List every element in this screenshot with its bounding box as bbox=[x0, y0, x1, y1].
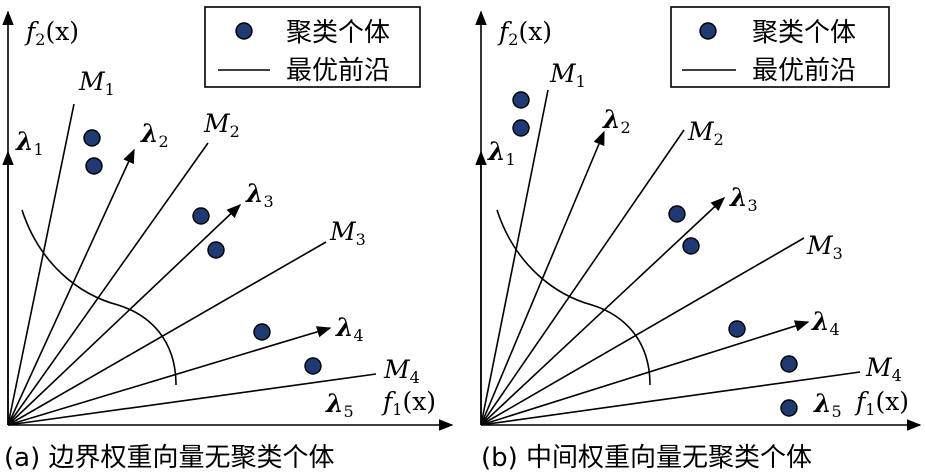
panel-b-legend-individual: 聚类个体 bbox=[752, 18, 856, 48]
panel-a-ray-m2 bbox=[7, 142, 209, 426]
panel-b-ray-m2 bbox=[480, 129, 685, 426]
panel-a-individual bbox=[85, 157, 103, 175]
panel-a-label-lambda5: λ5 bbox=[325, 389, 354, 421]
panel-a-ray-m3 bbox=[7, 241, 327, 426]
panel-b-label-m4: M4 bbox=[865, 353, 902, 385]
panel-b-label-lambda1: λ1 bbox=[487, 137, 516, 169]
panel-a-caption: (a) 边界权重向量无聚类个体 bbox=[4, 443, 335, 473]
panel-a-ray-m1 bbox=[7, 103, 75, 426]
panel-a-individual bbox=[83, 129, 101, 147]
panel-b-individual bbox=[780, 399, 798, 417]
panel-a-label-m4: M4 bbox=[383, 355, 420, 387]
panel-a-individual bbox=[304, 357, 322, 375]
panel-a-label-m3: M3 bbox=[329, 217, 366, 249]
panel-a-y-axis-label: f2(x) bbox=[24, 17, 79, 49]
panel-a-x-axis-label: f1(x) bbox=[381, 387, 436, 419]
panel-b-ray-m4 bbox=[480, 371, 861, 426]
panel-b-label-m1: M1 bbox=[549, 59, 586, 91]
panel-a-pareto-front bbox=[21, 209, 177, 386]
panel-a-vector-lambda4 bbox=[7, 326, 332, 426]
panel-b-label-lambda5: λ5 bbox=[813, 389, 842, 421]
panel-a-label-m1: M1 bbox=[78, 67, 115, 99]
panel-a-label-lambda2: λ2 bbox=[140, 119, 169, 151]
panel-b-y-axis-label: f2(x) bbox=[497, 17, 552, 49]
panel-b-label-lambda3: λ3 bbox=[729, 183, 758, 215]
panel-b-legend: 聚类个体 最优前沿 bbox=[670, 6, 890, 88]
panel-b-individual bbox=[512, 91, 530, 109]
panel-a-individual bbox=[192, 207, 210, 225]
panel-a-legend-individual: 聚类个体 bbox=[286, 18, 390, 48]
panel-a-label-lambda3: λ3 bbox=[245, 179, 274, 211]
panel-a-legend-dot-icon bbox=[235, 22, 253, 40]
panel-b-label-lambda4: λ4 bbox=[811, 307, 840, 339]
panel-b-individual bbox=[682, 237, 700, 255]
panel-b-vector-lambda3 bbox=[480, 197, 726, 426]
panel-a-legend: 聚类个体 最优前沿 bbox=[204, 6, 421, 88]
panel-b-label-lambda2: λ2 bbox=[602, 105, 631, 137]
panel-b-label-m2: M2 bbox=[687, 117, 724, 149]
panel-a-ray-m4 bbox=[7, 373, 377, 426]
panel-a-label-lambda1: λ1 bbox=[15, 127, 44, 159]
panel-b-legend-front: 最优前沿 bbox=[752, 56, 856, 86]
panel-a-individual bbox=[207, 241, 225, 259]
panel-a-legend-front: 最优前沿 bbox=[286, 56, 390, 86]
panel-b-individual bbox=[668, 205, 686, 223]
panel-b-legend-dot-icon bbox=[699, 22, 717, 40]
panel-a-label-m2: M2 bbox=[203, 109, 240, 141]
panel-b-pareto-front bbox=[496, 209, 651, 386]
panel-b-ray-m1 bbox=[480, 89, 549, 426]
panel-b-vector-lambda4 bbox=[480, 320, 810, 426]
panel-a: f2(x) f1(x) M1 M2 M3 M4 λ1 λ2 λ3 λ4 λ5 聚… bbox=[2, 6, 454, 473]
panel-b-caption: (b) 中间权重向量无聚类个体 bbox=[481, 443, 812, 473]
panel-a-vector-lambda2 bbox=[7, 148, 135, 426]
panel-a-individual bbox=[253, 323, 271, 341]
panel-b-label-m3: M3 bbox=[806, 231, 843, 263]
panel-a-label-lambda4: λ4 bbox=[335, 313, 364, 345]
panel-b-individual bbox=[728, 320, 746, 338]
panel-b-ray-m3 bbox=[480, 237, 805, 426]
panel-b-x-axis-label: f1(x) bbox=[854, 387, 909, 419]
panel-a-vector-lambda3 bbox=[7, 204, 242, 426]
panel-b: f2(x) f1(x) M1 M2 M3 M4 λ1 λ2 λ3 λ4 λ5 聚… bbox=[475, 6, 922, 473]
panel-b-individual bbox=[512, 119, 530, 137]
panel-b-individual bbox=[780, 355, 798, 373]
